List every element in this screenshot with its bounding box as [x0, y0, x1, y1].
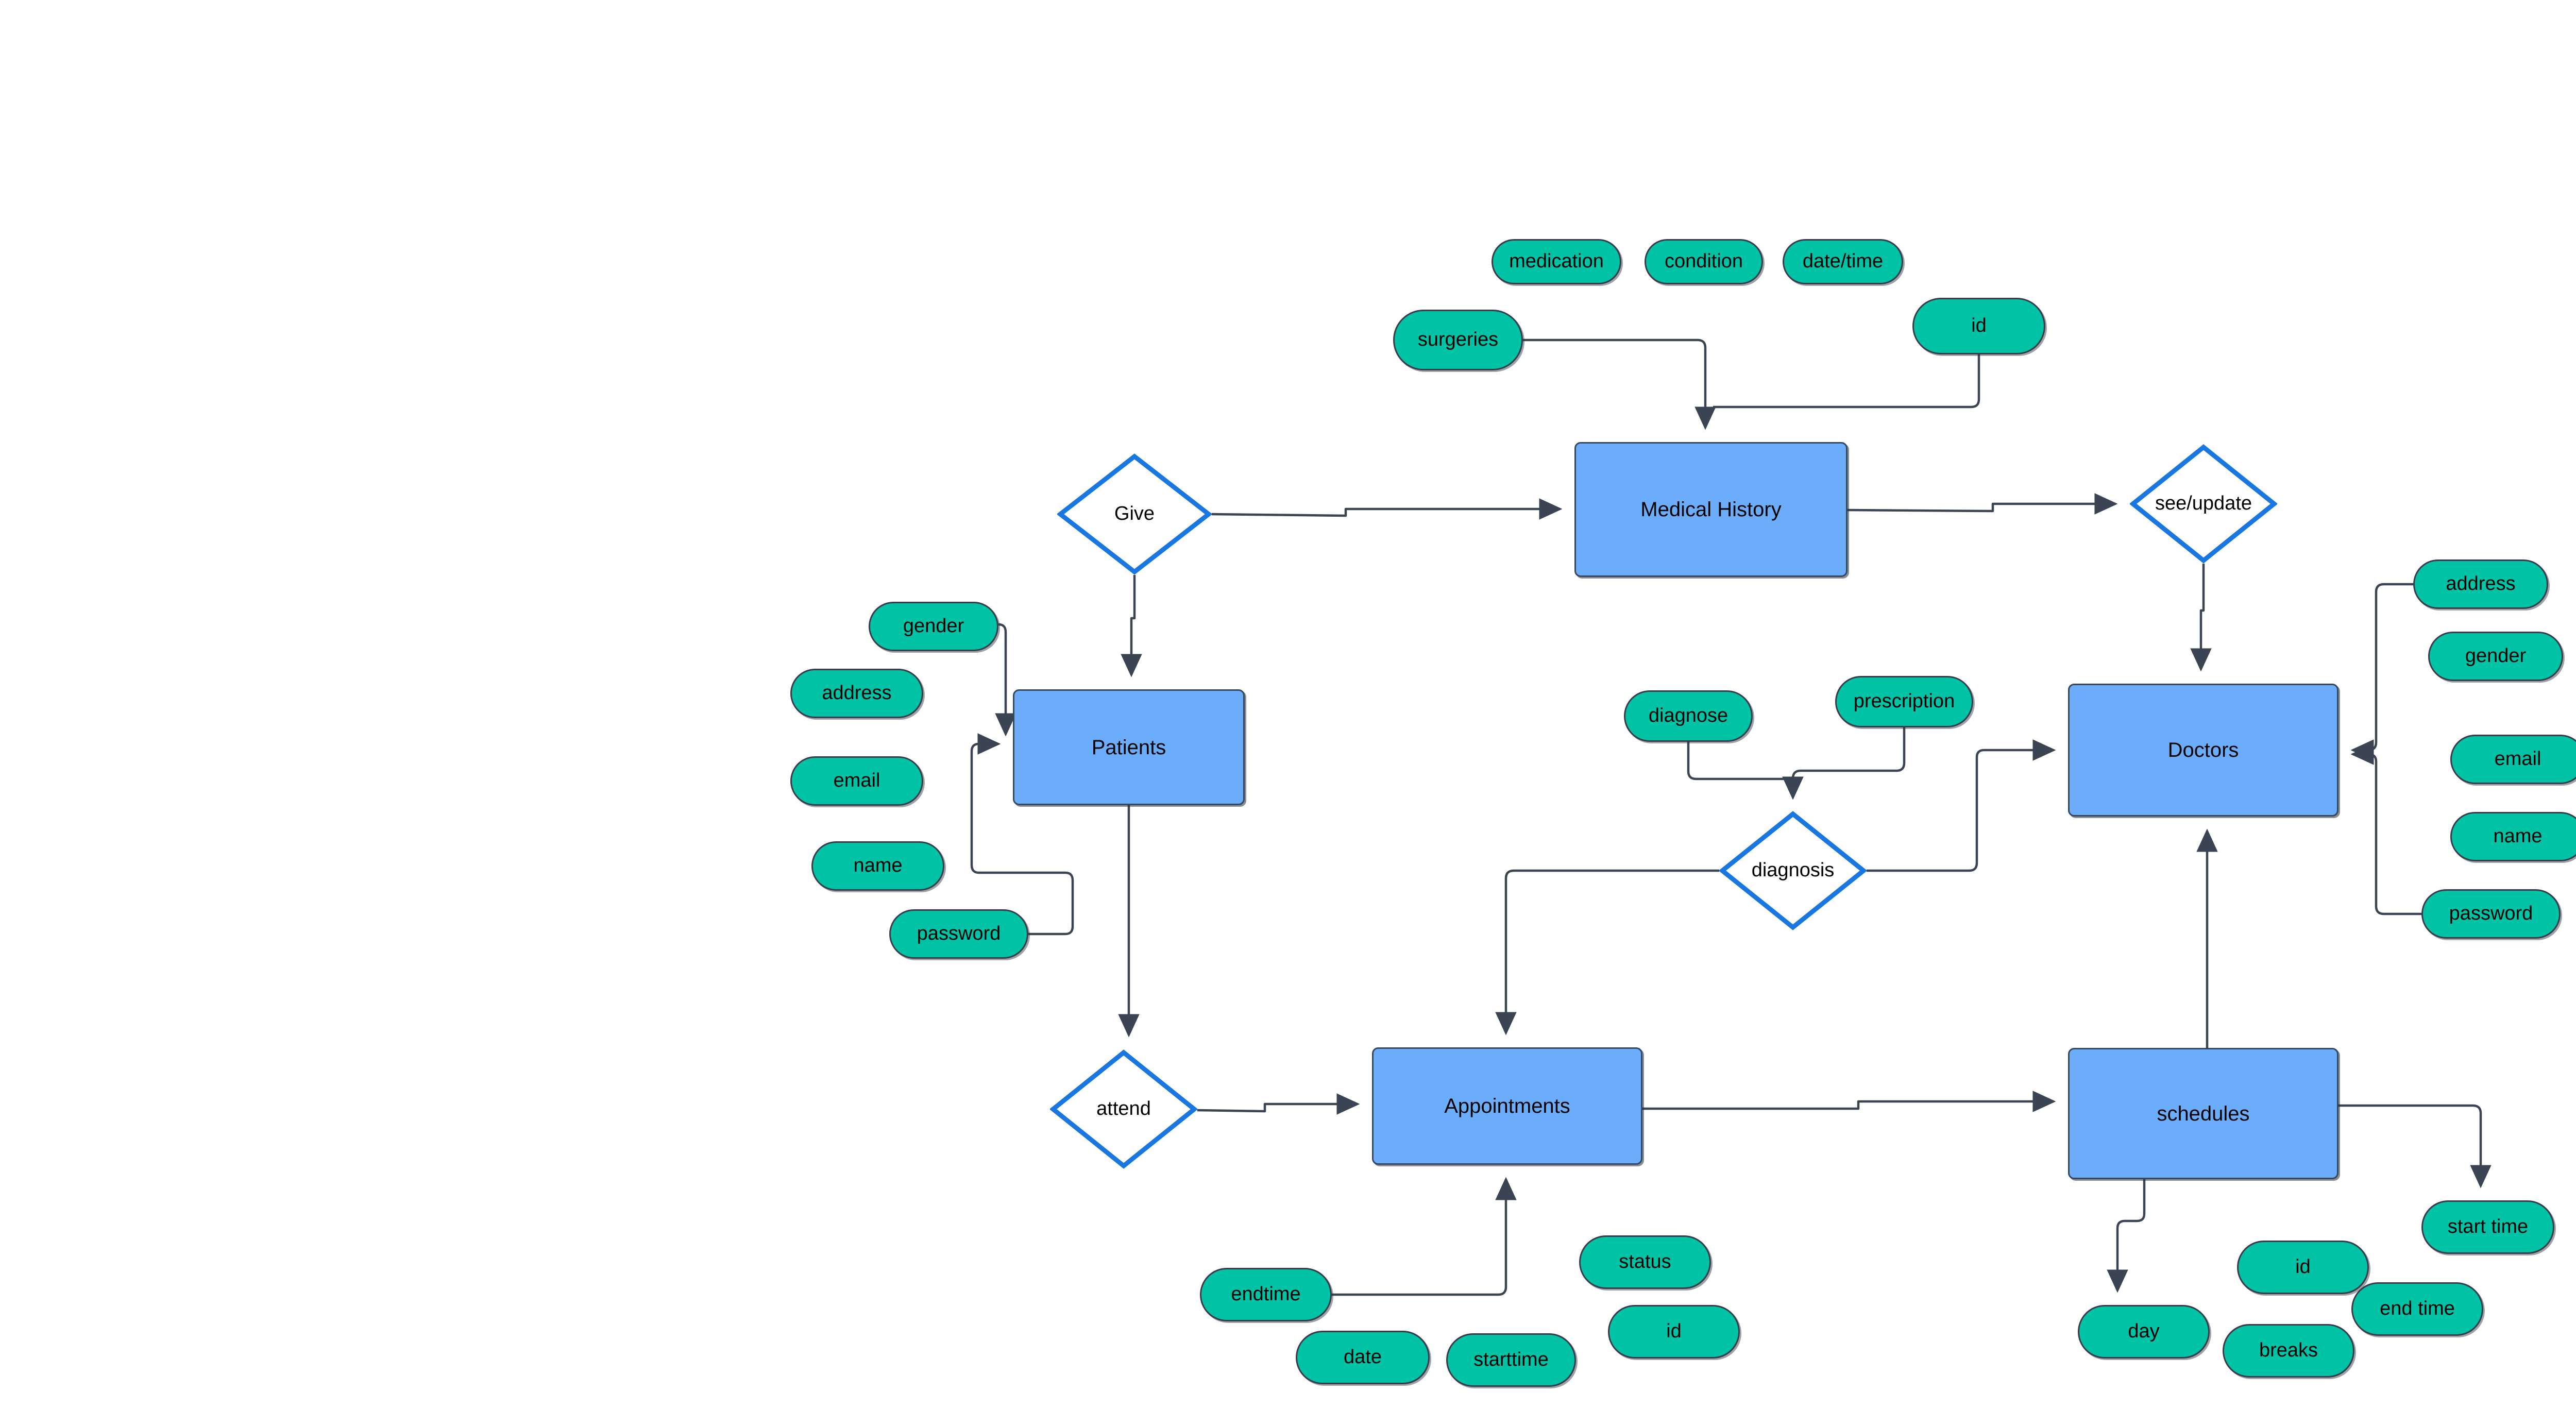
attribute-condition[interactable]: condition — [1645, 239, 1763, 284]
relationship-label: Give — [1114, 503, 1155, 525]
edge-surgeries-medical-history — [1523, 338, 1716, 430]
attribute-label: diagnose — [1648, 705, 1728, 727]
relationship-attend[interactable]: attend — [1050, 1049, 1197, 1169]
attribute-label: id — [2295, 1256, 2311, 1278]
attribute-medical-history-id[interactable]: id — [1912, 298, 2045, 354]
attribute-label: prescription — [1853, 690, 1955, 712]
attribute-appointment-starttime[interactable]: starttime — [1446, 1333, 1576, 1387]
edge-diagnosis-appointments — [1495, 869, 1719, 1035]
diamond-shape — [1050, 1049, 1197, 1169]
attribute-appointment-status[interactable]: status — [1579, 1235, 1711, 1289]
relationship-label: diagnosis — [1751, 859, 1835, 881]
attribute-schedule-start-time[interactable]: start time — [2421, 1200, 2554, 1254]
attribute-label: date — [1344, 1346, 1382, 1368]
attribute-appointment-id[interactable]: id — [1608, 1305, 1740, 1359]
attribute-label: condition — [1664, 250, 1743, 273]
edge-schedules-start-time — [2338, 1104, 2492, 1189]
attribute-label: endtime — [1231, 1283, 1301, 1305]
attribute-doctor-gender[interactable]: gender — [2428, 632, 2563, 681]
attribute-medication[interactable]: medication — [1492, 239, 1621, 284]
attribute-label: date/time — [1802, 250, 1884, 273]
attribute-label: end time — [2380, 1298, 2455, 1320]
relationship-diagnosis[interactable]: diagnosis — [1719, 811, 1867, 930]
attribute-label: surgeries — [1417, 329, 1499, 351]
entity-label: Medical History — [1640, 498, 1782, 521]
entity-appointments[interactable]: Appointments — [1372, 1047, 1642, 1165]
edge-gender-patients — [995, 623, 1016, 737]
edge-diagnose-diagnosis — [1687, 742, 1804, 800]
attribute-schedule-day[interactable]: day — [2078, 1305, 2210, 1359]
attribute-label: day — [2128, 1320, 2160, 1343]
entity-schedules[interactable]: schedules — [2068, 1048, 2338, 1179]
attribute-doctor-name[interactable]: name — [2450, 812, 2576, 861]
attribute-patient-address[interactable]: address — [790, 669, 923, 718]
relationship-label: see/update — [2155, 493, 2252, 515]
attribute-patient-name[interactable]: name — [811, 841, 944, 891]
edge-see-update-doctors — [2190, 564, 2212, 672]
attribute-label: address — [2446, 573, 2516, 595]
relationship-give[interactable]: Give — [1057, 453, 1212, 575]
entity-label: Appointments — [1444, 1095, 1570, 1117]
attribute-label: address — [822, 682, 892, 704]
attribute-label: start time — [2447, 1216, 2529, 1238]
edge-id-medical-history — [1713, 354, 1980, 409]
attribute-patient-password[interactable]: password — [889, 909, 1028, 959]
diamond-shape — [1057, 453, 1212, 575]
attribute-patient-email[interactable]: email — [790, 756, 923, 806]
entity-label: Doctors — [2167, 739, 2239, 761]
edge-diagnosis-doctors — [1867, 739, 2056, 872]
attribute-label: id — [1971, 315, 1987, 337]
attribute-label: password — [2449, 903, 2533, 925]
entity-label: Patients — [1091, 736, 1166, 759]
attribute-label: status — [1619, 1251, 1671, 1273]
relationship-label: attend — [1096, 1098, 1151, 1120]
edge-attend-appointments — [1197, 1093, 1360, 1115]
edge-medical-history-see-update — [1847, 493, 2118, 515]
attribute-date-time[interactable]: date/time — [1783, 239, 1903, 284]
attribute-surgeries[interactable]: surgeries — [1393, 310, 1523, 370]
attribute-label: breaks — [2259, 1339, 2318, 1362]
diamond-shape — [2130, 444, 2277, 564]
attribute-label: starttime — [1473, 1349, 1549, 1371]
attribute-label: gender — [2465, 645, 2527, 667]
attribute-patient-gender[interactable]: gender — [869, 602, 998, 651]
attribute-label: email — [833, 770, 880, 792]
attribute-label: medication — [1509, 250, 1604, 273]
attribute-appointment-endtime[interactable]: endtime — [1200, 1268, 1332, 1321]
relationship-see-update[interactable]: see/update — [2130, 444, 2277, 564]
attribute-doctor-address[interactable]: address — [2413, 559, 2548, 609]
attribute-label: gender — [903, 615, 964, 637]
attribute-label: email — [2494, 748, 2541, 770]
edge-give-patients — [1121, 575, 1142, 677]
attribute-schedule-end-time[interactable]: end time — [2351, 1282, 2483, 1336]
entity-patients[interactable]: Patients — [1013, 689, 1245, 805]
attribute-label: name — [853, 855, 903, 877]
attribute-diagnose[interactable]: diagnose — [1624, 690, 1753, 742]
edge-prescription-diagnosis — [1782, 727, 1906, 800]
attribute-schedule-id[interactable]: id — [2237, 1241, 2369, 1294]
diamond-shape — [1719, 811, 1867, 930]
attribute-label: password — [917, 923, 1001, 945]
edge-doctors-password — [2350, 743, 2421, 915]
attribute-doctor-password[interactable]: password — [2421, 889, 2561, 939]
edge-endtime-appointments — [1332, 1177, 1517, 1296]
attribute-label: id — [1666, 1320, 1682, 1343]
edge-appointments-schedules — [1642, 1091, 2056, 1112]
edge-give-medical-history — [1211, 498, 1563, 520]
attribute-doctor-email[interactable]: email — [2450, 735, 2576, 784]
attribute-schedule-breaks[interactable]: breaks — [2223, 1324, 2354, 1378]
entity-doctors[interactable]: Doctors — [2068, 684, 2338, 817]
edge-address-doctors — [2350, 583, 2413, 761]
attribute-appointment-date[interactable]: date — [1296, 1331, 1430, 1384]
edge-schedules-day — [2107, 1179, 2146, 1293]
entity-medical-history[interactable]: Medical History — [1574, 442, 1848, 577]
attribute-prescription[interactable]: prescription — [1835, 676, 1973, 727]
entity-label: schedules — [2157, 1102, 2250, 1125]
attribute-label: name — [2493, 825, 2543, 847]
